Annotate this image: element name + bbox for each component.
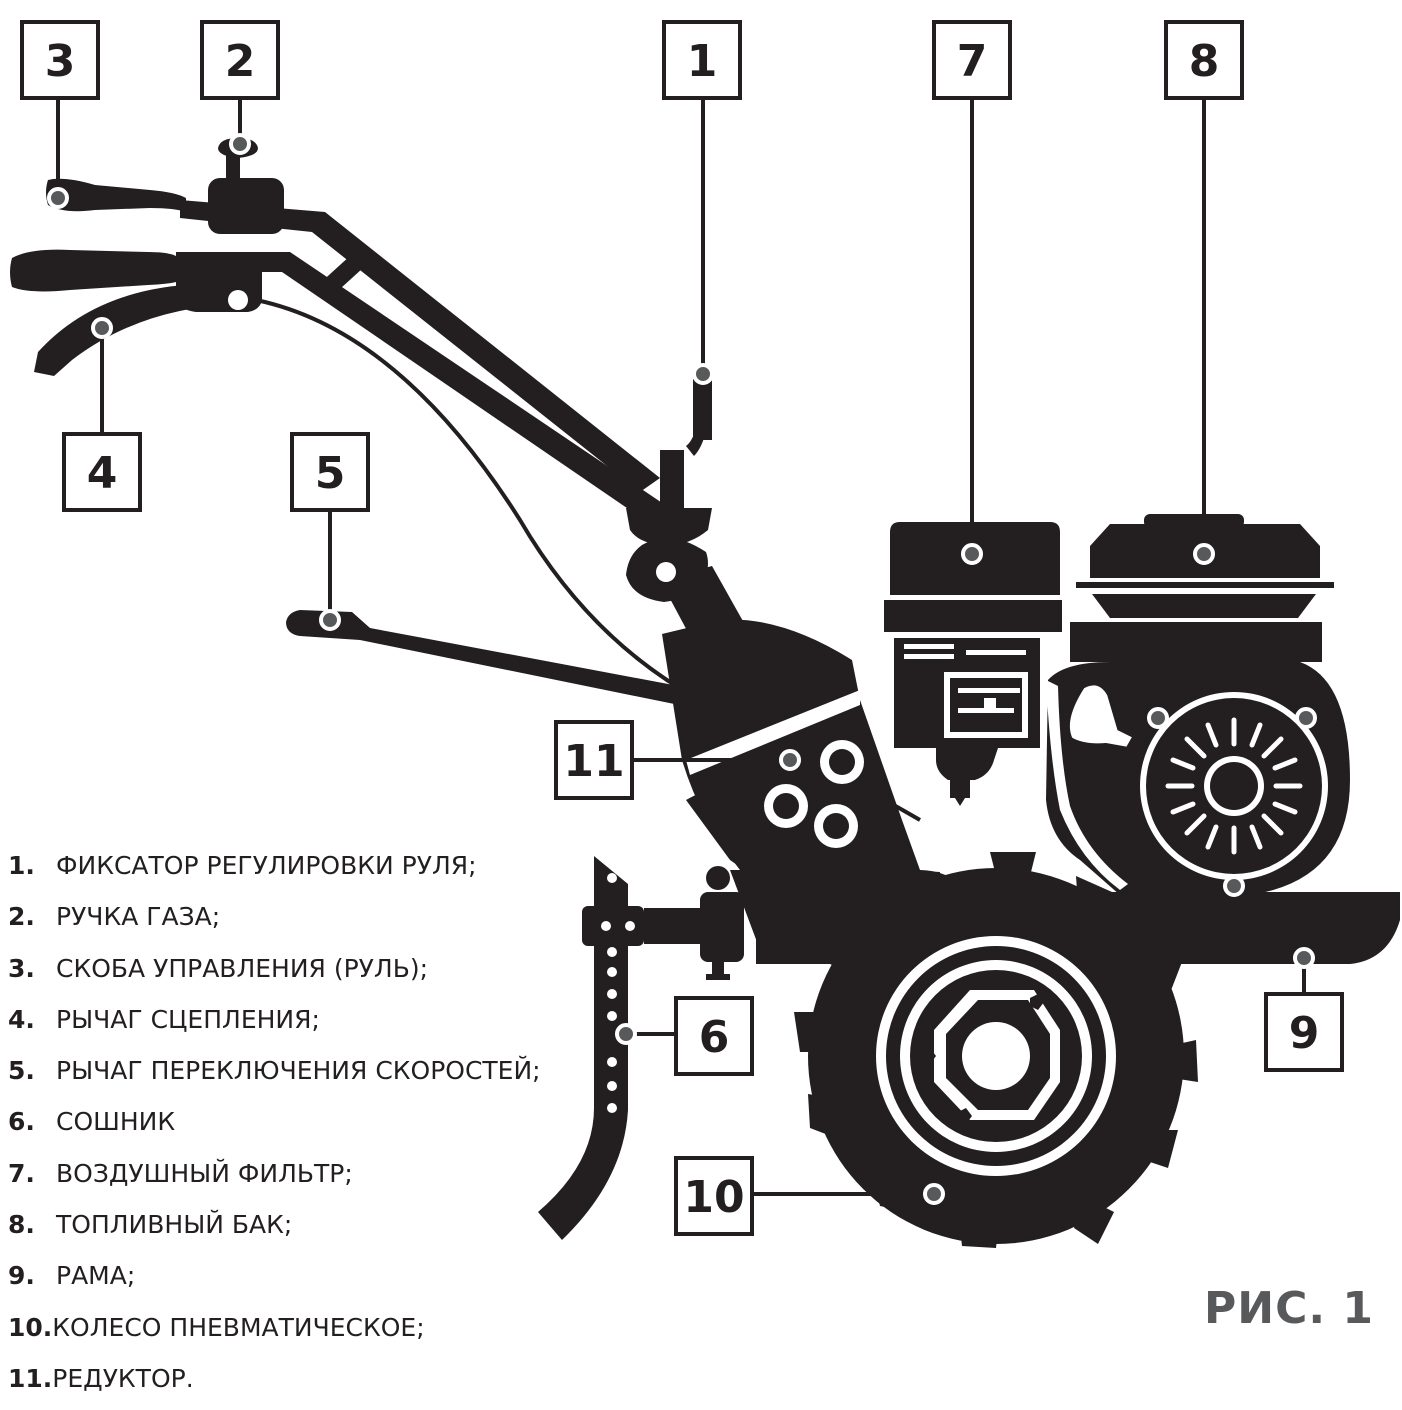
legend-item: 6. СОШНИК (8, 1102, 541, 1153)
callout-number-11: 11 (563, 736, 624, 787)
legend-item: 2. РУЧКА ГАЗА; (8, 897, 541, 948)
legend-item: 1. ФИКСАТОР РЕГУЛИРОВКИ РУЛЯ; (8, 846, 541, 897)
legend-number: 6. (8, 1107, 35, 1137)
legend-label: КОЛЕСО ПНЕВМАТИЧЕСКОЕ; (52, 1312, 425, 1342)
callout-number-1: 1 (687, 36, 718, 87)
legend-item: 8. ТОПЛИВНЫЙ БАК; (8, 1205, 541, 1256)
legend-item: 7. ВОЗДУШНЫЙ ФИЛЬТР; (8, 1154, 541, 1205)
legend-label: РЫЧАГ СЦЕПЛЕНИЯ; (56, 1004, 320, 1034)
wheel (794, 852, 1198, 1248)
callout-number-3: 3 (45, 36, 76, 87)
legend-label: СОШНИК (56, 1107, 176, 1137)
parts-legend: 1. ФИКСАТОР РЕГУЛИРОВКИ РУЛЯ; 2. РУЧКА ГАЗ… (8, 846, 541, 1410)
legend-label: СКОБА УПРАВЛЕНИЯ (РУЛЬ); (56, 953, 429, 983)
legend-number: 9. (8, 1261, 35, 1291)
callout-number-10: 10 (683, 1172, 744, 1223)
legend-number: 10. (8, 1312, 53, 1342)
legend-label: ВОЗДУШНЫЙ ФИЛЬТР; (56, 1158, 353, 1188)
legend-number: 4. (8, 1004, 35, 1034)
callout-number-2: 2 (225, 36, 256, 87)
legend-number: 8. (8, 1210, 35, 1240)
legend-item: 3. СКОБА УПРАВЛЕНИЯ (РУЛЬ); (8, 949, 541, 1000)
legend-item: 11. РЕДУКТОР. (8, 1359, 541, 1410)
legend-number: 1. (8, 851, 35, 880)
hub-bolts (922, 994, 1078, 1124)
callout-number-7: 7 (957, 36, 988, 87)
figure-caption: РИС. 1 (1204, 1283, 1375, 1334)
legend-label: РАМА; (56, 1261, 136, 1291)
callout-number-5: 5 (315, 448, 346, 499)
callout-number-9: 9 (1289, 1008, 1320, 1059)
legend-item: 10. КОЛЕСО ПНЕВМАТИЧЕСКОЕ; (8, 1308, 541, 1359)
legend-label: ТОПЛИВНЫЙ БАК; (56, 1210, 293, 1240)
legend-label: ФИКСАТОР РЕГУЛИРОВКИ РУЛЯ; (56, 851, 477, 880)
legend-number: 5. (8, 1056, 35, 1086)
legend-item: 9. РАМА; (8, 1256, 541, 1307)
legend-label: РЕДУКТОР. (52, 1363, 194, 1393)
legend-label: РЫЧАГ ПЕРЕКЛЮЧЕНИЯ СКОРОСТЕЙ; (56, 1056, 541, 1086)
legend-number: 7. (8, 1158, 35, 1188)
motoblock-diagram: 1 2 3 4 5 6 7 8 9 10 11 (10, 20, 1400, 1248)
callout-number-4: 4 (87, 448, 118, 499)
legend-item: 5. РЫЧАГ ПЕРЕКЛЮЧЕНИЯ СКОРОСТЕЙ; (8, 1051, 541, 1102)
legend-label: РУЧКА ГАЗА; (56, 902, 221, 932)
callout-dots (47, 133, 1317, 1205)
callouts (20, 20, 1344, 1236)
recoil-cover-slots (1165, 717, 1303, 855)
callout-number-8: 8 (1189, 36, 1220, 87)
legend-number: 3. (8, 953, 35, 983)
coulter (538, 856, 744, 1240)
legend-item: 4. РЫЧАГ СЦЕПЛЕНИЯ; (8, 1000, 541, 1051)
callout-number-6: 6 (699, 1012, 730, 1063)
legend-number: 2. (8, 902, 35, 932)
